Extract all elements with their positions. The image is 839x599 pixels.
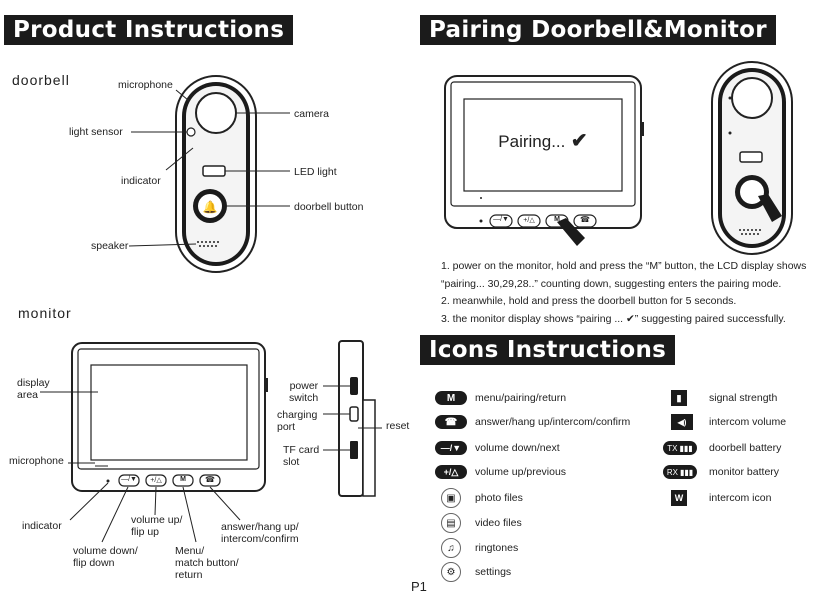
intercom-icon: W	[671, 490, 687, 506]
label-microphone-monitor: microphone	[9, 455, 64, 467]
icon-label: monitor battery	[709, 466, 780, 478]
battery-tag: TX	[667, 443, 678, 453]
monitor-section-title: monitor	[18, 305, 72, 321]
pairing-step-2: 2. meanwhile, hold and press the doorbel…	[441, 295, 737, 307]
icon-row-answer: ☎ answer/hang up/intercom/confirm	[435, 412, 630, 432]
label-display-area: display area	[17, 377, 50, 401]
pairing-step-1: 1. power on the monitor, hold and press …	[441, 260, 807, 272]
icon-label: photo files	[475, 492, 523, 504]
icon-label: answer/hang up/intercom/confirm	[475, 416, 631, 428]
icon-row-settings: ⚙ settings	[435, 562, 511, 582]
monitor-btn-answer: ☎	[205, 475, 215, 484]
label-volume-up: volume up/ flip up	[131, 514, 183, 538]
phone-icon: ☎	[435, 415, 467, 429]
monitor-btn-volume-down: —/▼	[121, 476, 137, 483]
volume-up-icon: +/△	[435, 465, 467, 479]
volume-down-icon: —/▼	[435, 441, 467, 455]
label-doorbell-button: doorbell button	[294, 201, 364, 213]
icons-instructions-header: Icons Instructions	[420, 335, 676, 365]
monitor-btn-menu: M	[180, 476, 186, 483]
battery-bars-icon: ▮▮▮	[679, 443, 693, 453]
bell-icon: ♫	[441, 538, 461, 558]
label-microphone-doorbell: microphone	[118, 79, 173, 91]
video-icon: ▤	[441, 513, 461, 533]
product-instructions-header: Product Instructions	[4, 15, 294, 45]
icon-row-video: ▤ video files	[435, 513, 522, 533]
pair-btn-menu: M	[554, 216, 560, 223]
svg-text:🔔: 🔔	[203, 200, 218, 214]
icon-label: settings	[475, 566, 512, 578]
battery-tag: RX	[666, 467, 678, 477]
page-number: P1	[411, 579, 427, 594]
icon-label: volume up/previous	[475, 466, 567, 478]
label-indicator-monitor: indicator	[22, 520, 62, 532]
pair-btn-answer: ☎	[580, 215, 590, 224]
checkmark-icon: ✔	[565, 130, 588, 152]
label-volume-down: volume down/ flip down	[73, 545, 138, 569]
label-indicator-doorbell: indicator	[121, 175, 161, 187]
pair-btn-volume-down: —/▼	[493, 216, 509, 223]
label-light-sensor: light sensor	[69, 126, 123, 138]
pair-btn-volume-up: +/△	[523, 217, 535, 224]
icon-row-volume-up: +/△ volume up/previous	[435, 462, 566, 482]
icon-row-signal: ▮ signal strength	[663, 388, 777, 408]
monitor-battery-icon: RX▮▮▮	[663, 465, 697, 479]
doorbell-section-title: doorbell	[12, 72, 70, 88]
label-speaker: speaker	[91, 240, 129, 252]
pairing-step-3: 3. the monitor display shows “pairing ..…	[441, 313, 786, 325]
icon-row-menu: M menu/pairing/return	[435, 388, 566, 408]
label-power-switch: power switch	[289, 380, 319, 404]
pairing-step-1b: “pairing... 30,29,28..” counting down, s…	[441, 278, 782, 290]
label-answer: answer/hang up/ intercom/confirm	[221, 521, 299, 545]
battery-bars-icon: ▮▮▮	[679, 467, 694, 477]
monitor-btn-volume-up: +/△	[150, 477, 162, 484]
pairing-screen-text: Pairing...	[498, 132, 566, 151]
pairing-header: Pairing Doorbell&Monitor	[420, 15, 776, 45]
photo-icon: ▣	[441, 488, 461, 508]
icon-row-intercom-volume: ◀) intercom volume	[663, 412, 786, 432]
icon-row-photo: ▣ photo files	[435, 488, 523, 508]
label-camera: camera	[294, 108, 330, 120]
signal-icon: ▮	[671, 390, 687, 406]
icon-label: menu/pairing/return	[475, 392, 567, 404]
doorbell-battery-icon: TX▮▮▮	[663, 441, 697, 455]
icon-row-monitor-battery: RX▮▮▮ monitor battery	[663, 462, 779, 482]
speaker-icon: ◀)	[671, 414, 693, 430]
icon-row-volume-down: —/▼ volume down/next	[435, 438, 560, 458]
label-menu: Menu/ match button/ return	[175, 545, 239, 581]
icon-label: intercom icon	[709, 492, 772, 504]
label-tf-card: TF card slot	[283, 444, 320, 468]
icon-label: doorbell battery	[709, 442, 782, 454]
label-reset: reset	[386, 420, 410, 432]
icon-row-doorbell-battery: TX▮▮▮ doorbell battery	[663, 438, 781, 458]
icon-row-ringtones: ♫ ringtones	[435, 538, 518, 558]
pairing-screen: Pairing... ✔	[464, 128, 622, 153]
icon-label: video files	[475, 517, 522, 529]
icon-label: signal strength	[709, 392, 778, 404]
icon-label: ringtones	[475, 542, 519, 554]
icon-label: volume down/next	[475, 442, 560, 454]
gear-icon: ⚙	[441, 562, 461, 582]
label-led-light: LED light	[294, 166, 337, 178]
menu-button-icon: M	[435, 391, 467, 405]
icon-label: intercom volume	[709, 416, 787, 428]
label-charging-port: charging port	[277, 409, 318, 433]
icon-row-intercom-icon: W intercom icon	[663, 488, 771, 508]
